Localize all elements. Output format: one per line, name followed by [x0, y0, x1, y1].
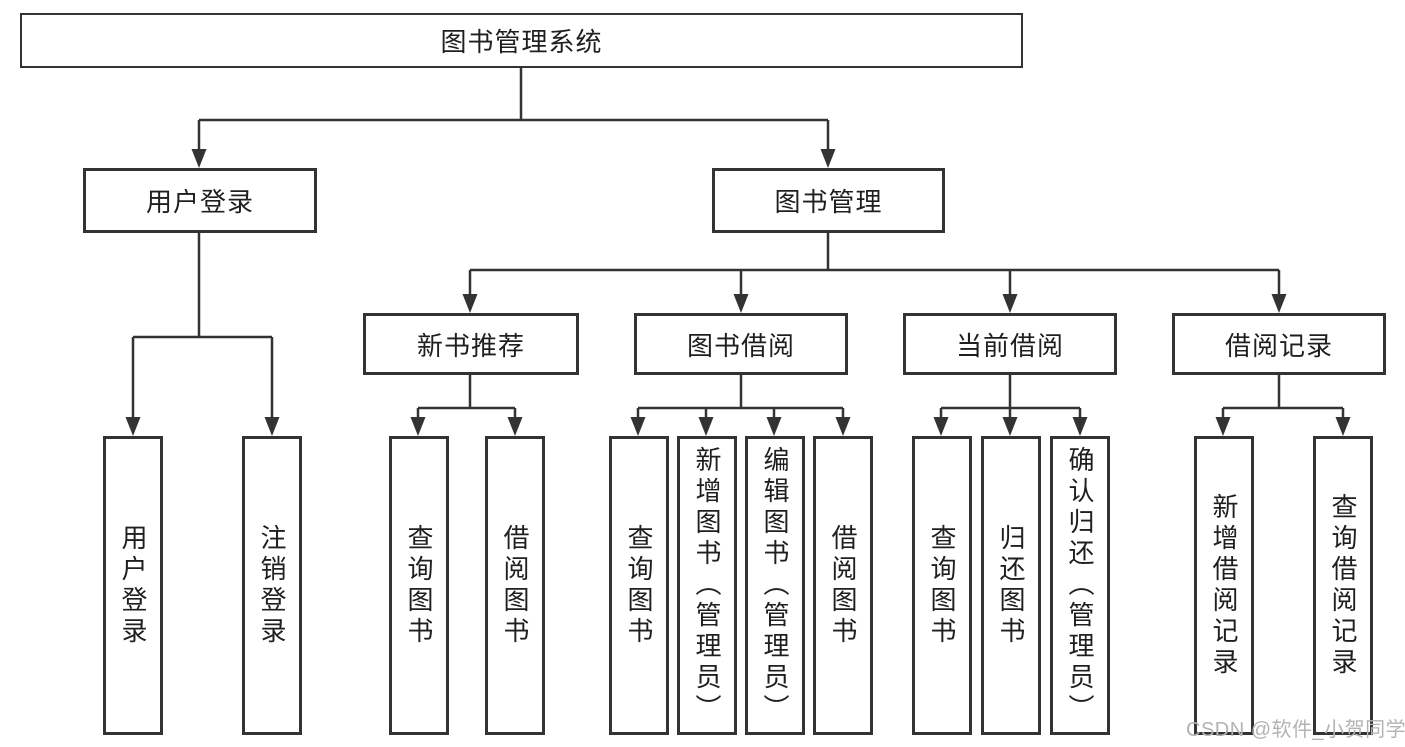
leaf-borrow-books-label: 借阅图书	[828, 523, 858, 648]
node-book-borrow: 图书借阅	[634, 313, 848, 375]
leaf-logout: 注销登录	[242, 436, 302, 735]
leaf-add-books-admin: 新增图书（管理员）	[677, 436, 737, 735]
csdn-watermark: CSDN @软件_小贺同学	[1186, 719, 1405, 741]
leaf-edit-books-admin: 编辑图书（管理员）	[745, 436, 805, 735]
leaf-add-books-admin-label: 新增图书（管理员）	[692, 446, 722, 725]
node-new-book-recommend-label: 新书推荐	[416, 330, 525, 361]
node-library-system-label: 图书管理系统	[440, 27, 603, 57]
leaf-query-books-borrow: 查询图书	[609, 436, 669, 735]
leaf-borrow-books: 借阅图书	[813, 436, 873, 735]
leaf-borrow-books-recommend: 借阅图书	[485, 436, 545, 735]
leaf-edit-books-admin-label: 编辑图书（管理员）	[760, 446, 790, 725]
node-library-system: 图书管理系统	[20, 13, 1023, 68]
leaf-query-books-borrow-label: 查询图书	[624, 523, 654, 648]
leaf-query-borrow-record: 查询借阅记录	[1313, 436, 1373, 735]
node-current-borrow: 当前借阅	[903, 313, 1117, 375]
leaf-confirm-return-admin-label: 确认归还（管理员）	[1065, 446, 1095, 725]
leaf-logout-label: 注销登录	[257, 523, 287, 648]
leaf-add-borrow-record: 新增借阅记录	[1194, 436, 1254, 735]
leaf-query-books-recommend: 查询图书	[389, 436, 449, 735]
node-current-borrow-label: 当前借阅	[955, 330, 1064, 361]
node-user-login-branch: 用户登录	[83, 168, 317, 233]
leaf-user-login-label: 用户登录	[118, 523, 148, 648]
leaf-borrow-books-recommend-label: 借阅图书	[500, 523, 530, 648]
leaf-query-books-recommend-label: 查询图书	[404, 523, 434, 648]
leaf-user-login: 用户登录	[103, 436, 163, 735]
leaf-query-borrow-record-label: 查询借阅记录	[1328, 492, 1358, 679]
leaf-query-books-current-label: 查询图书	[927, 523, 957, 648]
leaf-return-books: 归还图书	[981, 436, 1041, 735]
leaf-return-books-label: 归还图书	[996, 523, 1026, 648]
node-book-borrow-label: 图书借阅	[686, 330, 795, 361]
node-book-management: 图书管理	[712, 168, 945, 233]
leaf-confirm-return-admin: 确认归还（管理员）	[1050, 436, 1110, 735]
node-new-book-recommend: 新书推荐	[363, 313, 579, 375]
node-borrow-records-label: 借阅记录	[1224, 330, 1333, 361]
leaf-add-borrow-record-label: 新增借阅记录	[1209, 492, 1239, 679]
node-user-login-branch-label: 用户登录	[145, 187, 254, 217]
node-borrow-records: 借阅记录	[1172, 313, 1386, 375]
node-book-management-label: 图书管理	[774, 187, 883, 217]
leaf-query-books-current: 查询图书	[912, 436, 972, 735]
